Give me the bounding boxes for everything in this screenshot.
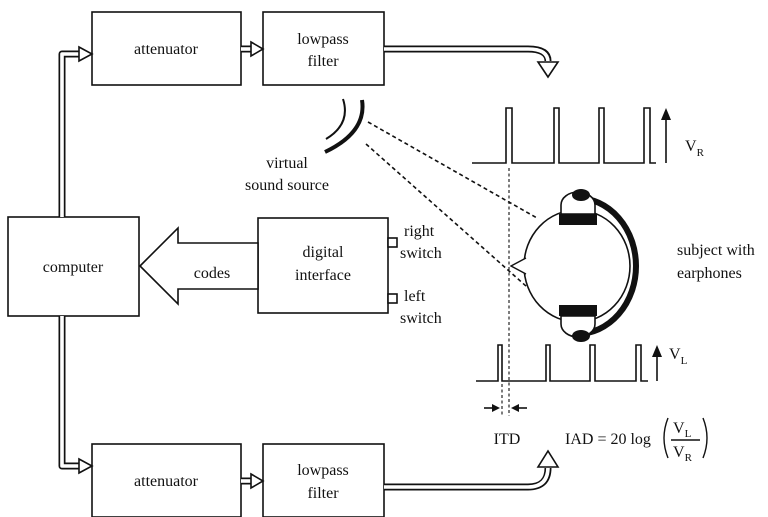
attenuator-bottom-label: attenuator: [134, 473, 199, 490]
digital-interface-label-line1: digital: [303, 244, 344, 261]
subject-label-line1: subject with: [677, 242, 755, 259]
left-switch-label-line2: switch: [400, 310, 442, 327]
right-switch-label-line1: right: [404, 223, 435, 240]
lowpass-top-label-line1: lowpass: [297, 31, 349, 48]
vr-label: VR: [685, 138, 705, 159]
headband: [576, 195, 639, 337]
attenuator-to-lowpass-top-arrow: [241, 40, 265, 58]
itd-label: ITD: [494, 431, 521, 448]
lowpass-bottom-label-line1: lowpass: [297, 462, 349, 479]
attenuator-top-block: attenuator: [91, 11, 242, 86]
attenuator-top-label: attenuator: [134, 41, 199, 58]
left-switch-label-line1: left: [404, 288, 426, 305]
lowpass-bottom-label-line2: filter: [307, 485, 339, 502]
left-earcup-band: [559, 305, 597, 316]
right-switch-label-line2: switch: [400, 245, 442, 262]
digital-interface-label-line2: interface: [295, 267, 351, 284]
computer-to-attenuator-top-arrow: [58, 45, 94, 217]
itd-marker: ITD: [484, 168, 527, 448]
right-pulse-train: VR: [472, 107, 705, 164]
iad-formula: IAD = 20 log VL VR: [565, 417, 708, 464]
right-switch-terminal: [387, 237, 398, 248]
codes-label: codes: [194, 265, 230, 282]
codes-arrow: codes: [138, 226, 259, 306]
lowpass-top-label-line2: filter: [307, 53, 339, 70]
virtual-source-label-line2: sound source: [245, 177, 329, 194]
subject-label-line2: earphones: [677, 265, 742, 282]
right-earcup-top: [572, 189, 590, 201]
subject-head: [509, 189, 639, 342]
computer-to-attenuator-bottom-arrow: [58, 316, 94, 475]
left-switch-terminal: [387, 293, 398, 304]
lowpass-filter-top-block: lowpass filter: [262, 11, 385, 86]
nose: [509, 257, 527, 275]
computer-label: computer: [43, 259, 104, 276]
iad-denominator: VR: [673, 444, 693, 464]
virtual-source-label-line1: virtual: [266, 155, 308, 172]
iad-numerator: VL: [673, 420, 692, 440]
computer-block: computer: [7, 216, 140, 317]
vl-label: VL: [669, 346, 688, 367]
lowpass-top-to-right-ear-arrow: [384, 45, 560, 79]
iad-lhs: IAD = 20 log: [565, 431, 651, 448]
digital-interface-block: digital interface: [257, 217, 398, 314]
attenuator-bottom-block: attenuator: [91, 443, 242, 517]
virtual-sound-source: virtual sound source: [245, 98, 365, 194]
lowpass-filter-bottom-block: lowpass filter: [262, 443, 385, 517]
lowpass-bottom-to-left-ear-arrow: [384, 449, 560, 491]
attenuator-to-lowpass-bottom-arrow: [241, 472, 265, 490]
right-earcup-band: [559, 214, 597, 225]
left-earcup-bottom: [572, 330, 590, 342]
left-pulse-train: VL: [476, 344, 688, 382]
